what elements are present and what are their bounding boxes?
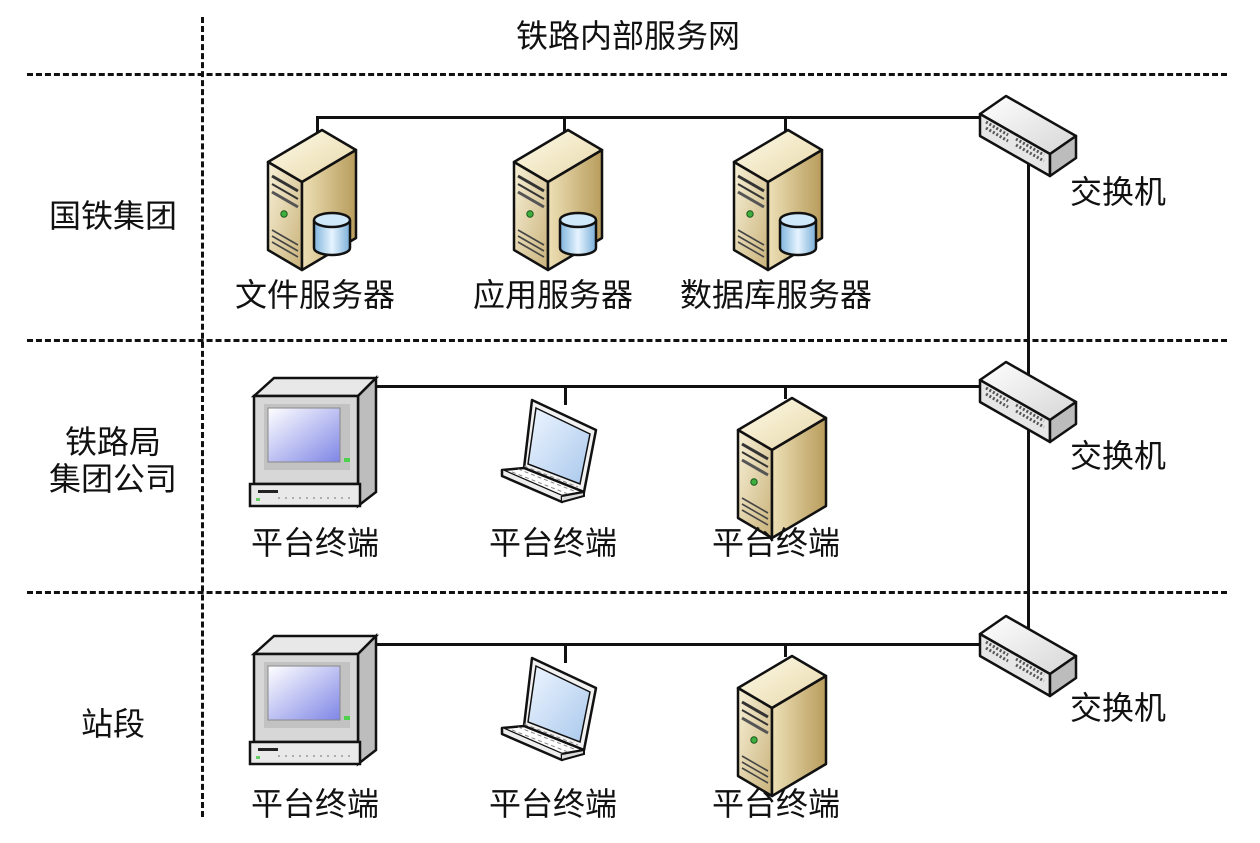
desktop-terminal-icon[interactable] (248, 374, 380, 514)
switch-label: 交换机 (1070, 689, 1167, 727)
zone-label-bureau-line2: 集团公司 (48, 459, 177, 498)
network-title: 铁路内部服务网 (515, 17, 741, 55)
zone1-bus (316, 116, 996, 119)
zone1-drop-2 (563, 116, 566, 134)
app-server-icon[interactable] (508, 122, 608, 278)
server-terminal-icon[interactable] (732, 648, 832, 804)
zone2-bus (374, 385, 996, 388)
zone-divider-1 (27, 73, 1227, 76)
device-label: 平台终端 (488, 524, 618, 562)
device-label: 平台终端 (711, 524, 841, 562)
laptop-terminal-icon[interactable] (498, 392, 602, 510)
zone-label-station: 站段 (80, 705, 145, 743)
device-label: 数据库服务器 (679, 276, 873, 314)
zone1-drop-3 (784, 116, 787, 134)
laptop-terminal-icon[interactable] (498, 650, 602, 768)
zone3-drop-3 (784, 643, 787, 657)
zone-label-bureau-line1: 铁路局 (64, 423, 161, 461)
zone1-drop-1 (316, 116, 319, 134)
device-label: 平台终端 (250, 524, 380, 562)
zone-label-national: 国铁集团 (48, 197, 177, 235)
device-label: 应用服务器 (472, 276, 634, 314)
zone-divider-2 (27, 339, 1227, 342)
zone3-drop-2 (564, 643, 567, 663)
file-server-icon[interactable] (262, 122, 362, 278)
switch-label: 交换机 (1070, 437, 1167, 475)
zone2-drop-3 (784, 385, 787, 399)
zone2-drop-2 (564, 385, 567, 405)
device-label: 平台终端 (711, 785, 841, 823)
switch-icon[interactable] (976, 358, 1080, 452)
zone3-bus (374, 643, 996, 646)
desktop-terminal-icon[interactable] (248, 632, 380, 772)
db-server-icon[interactable] (728, 122, 828, 278)
device-label: 平台终端 (250, 785, 380, 823)
switch-label: 交换机 (1070, 173, 1167, 211)
switch-icon[interactable] (976, 92, 1080, 186)
zone-divider-vertical (201, 17, 204, 817)
zone-label-bureau: 铁路局 集团公司 (28, 424, 198, 498)
switch-icon[interactable] (976, 612, 1080, 706)
device-label: 平台终端 (488, 785, 618, 823)
device-label: 文件服务器 (234, 276, 396, 314)
server-terminal-icon[interactable] (732, 390, 832, 546)
zone-divider-3 (27, 591, 1227, 594)
